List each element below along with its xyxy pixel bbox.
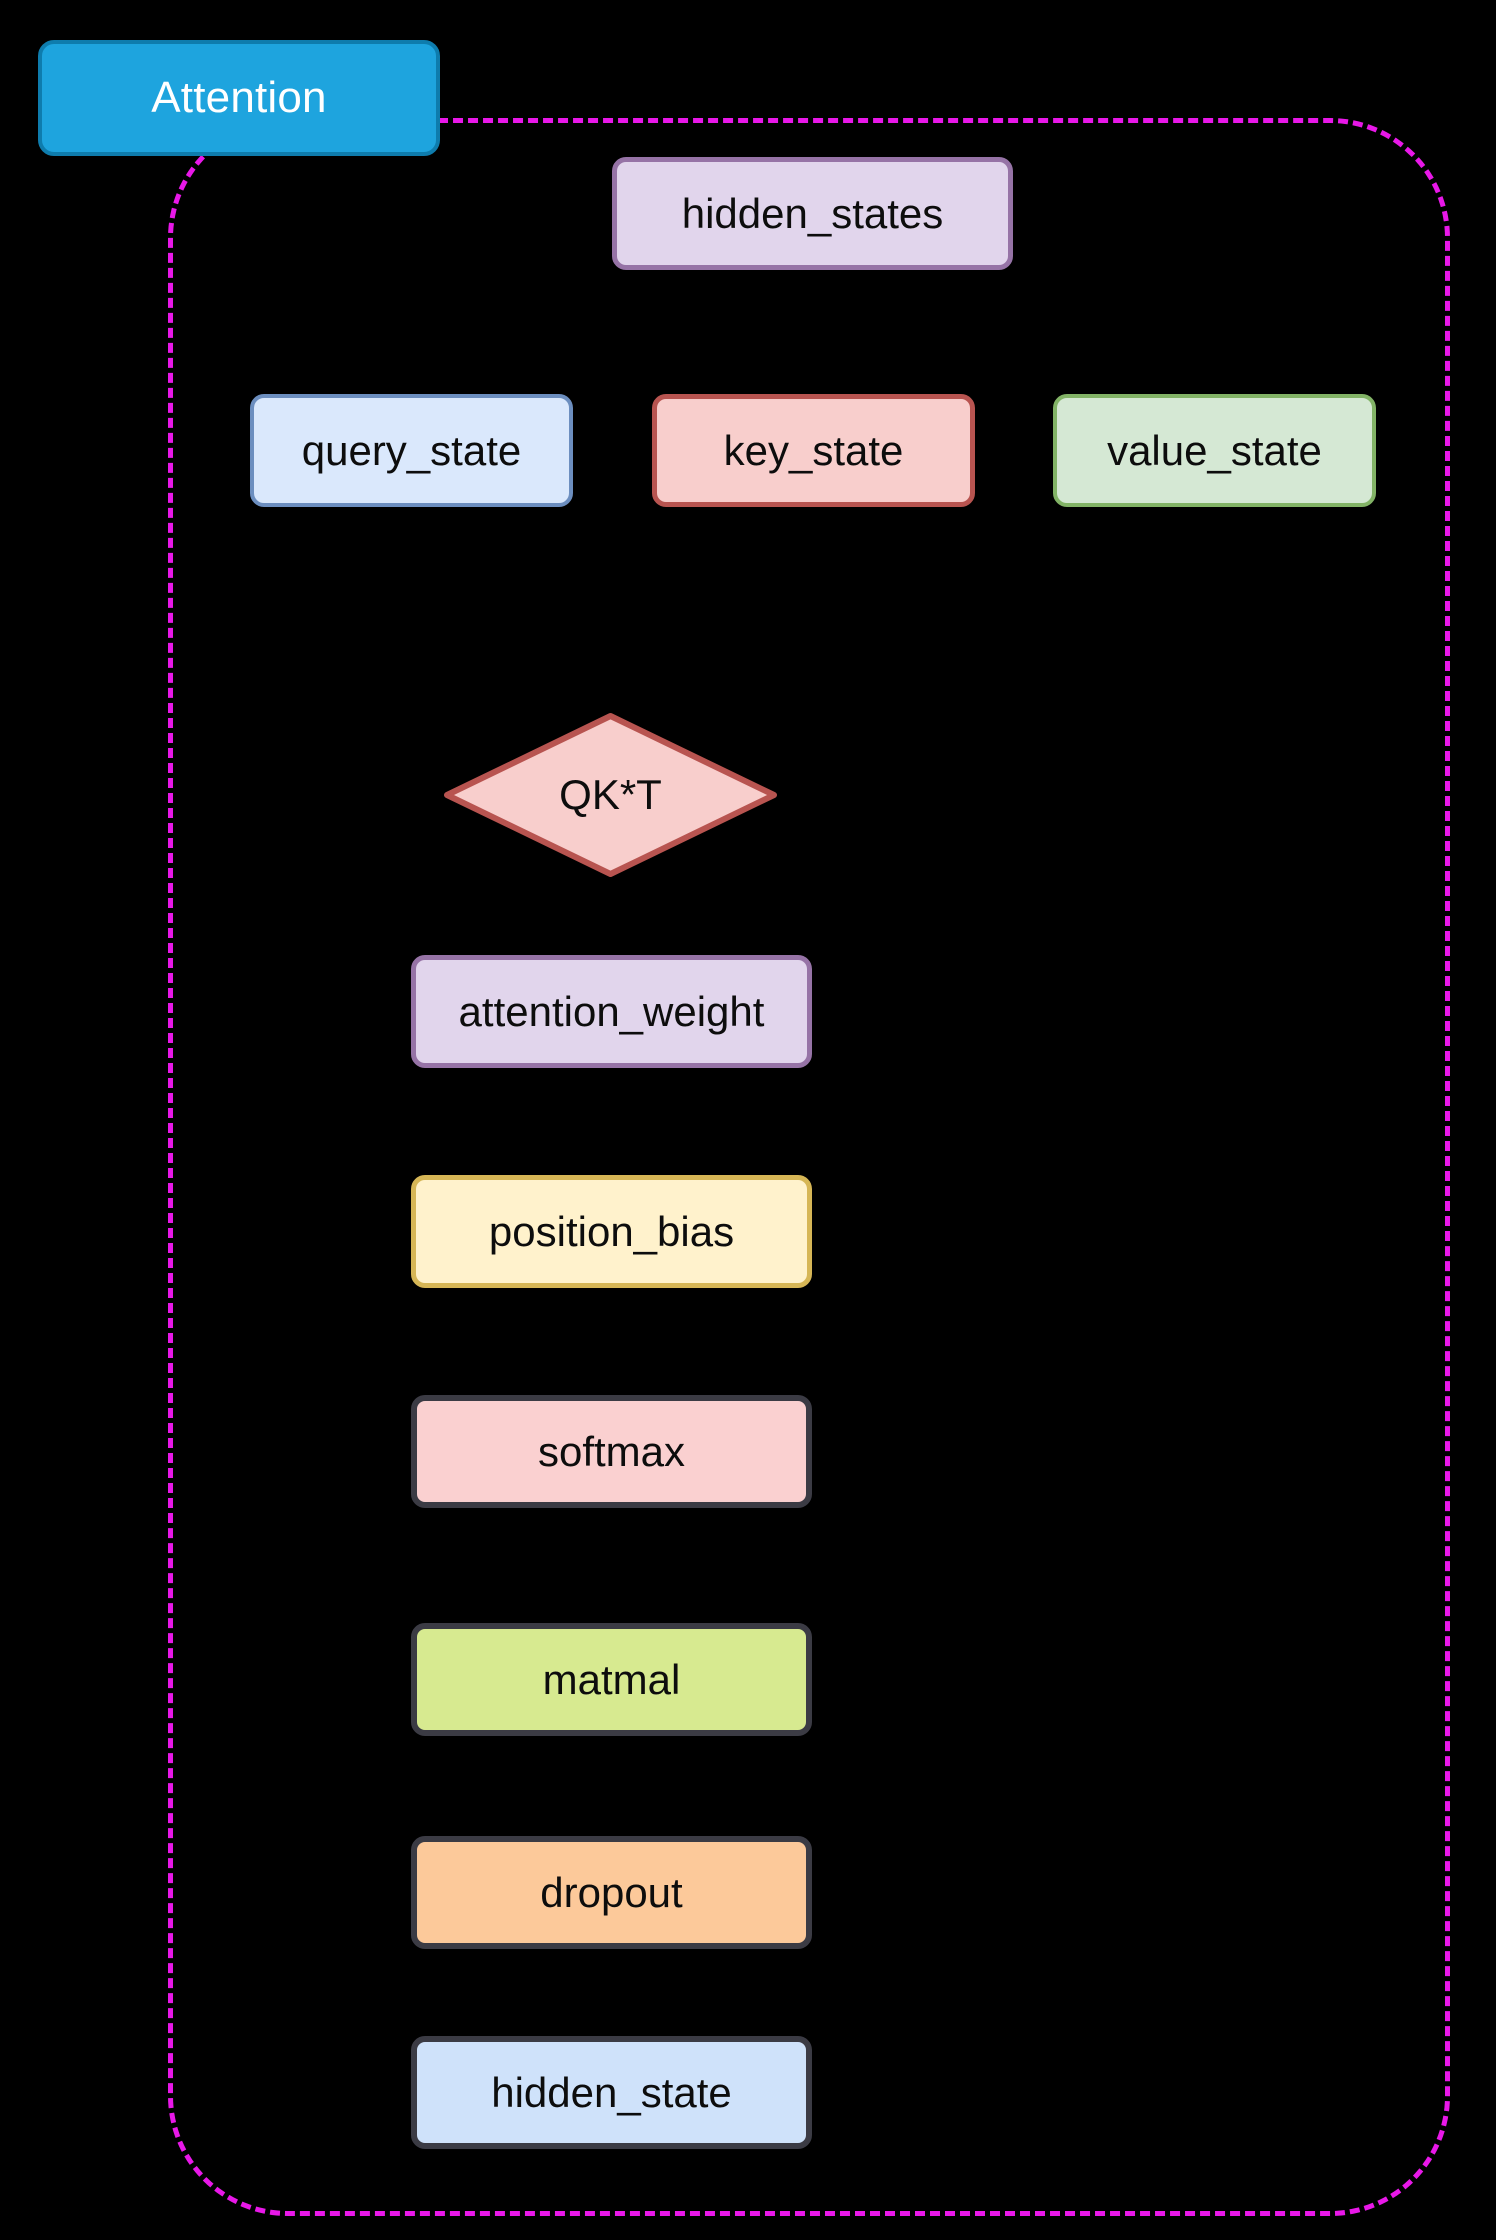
- node-softmax[interactable]: softmax: [411, 1395, 812, 1508]
- node-key-state[interactable]: key_state: [652, 394, 975, 507]
- subgraph-title-attention[interactable]: Attention: [38, 40, 440, 156]
- node-dropout[interactable]: dropout: [411, 1836, 812, 1949]
- node-label: position_bias: [488, 1207, 735, 1255]
- node-label: hidden_state: [491, 2068, 732, 2116]
- node-position-bias[interactable]: position_bias: [411, 1175, 812, 1288]
- subgraph-title-label: Attention: [151, 73, 327, 122]
- node-attention-weight[interactable]: attention_weight: [411, 955, 812, 1068]
- node-query-state[interactable]: query_state: [250, 394, 573, 507]
- node-hidden-states[interactable]: hidden_states: [612, 157, 1013, 270]
- node-hidden-state[interactable]: hidden_state: [411, 2036, 812, 2149]
- node-label: value_state: [1107, 426, 1322, 474]
- node-label: dropout: [540, 1868, 683, 1916]
- node-label: softmax: [537, 1427, 686, 1475]
- node-label: key_state: [723, 426, 904, 474]
- node-label: query_state: [301, 426, 522, 474]
- node-label: matmal: [542, 1655, 681, 1703]
- node-label: hidden_states: [681, 189, 944, 237]
- diamond-shape: [444, 713, 777, 877]
- node-value-state[interactable]: value_state: [1053, 394, 1376, 507]
- attention-subgraph-boundary: [168, 118, 1450, 2216]
- node-qkt[interactable]: QK*T: [443, 712, 778, 878]
- node-matmal[interactable]: matmal: [411, 1623, 812, 1736]
- node-label: attention_weight: [458, 987, 765, 1035]
